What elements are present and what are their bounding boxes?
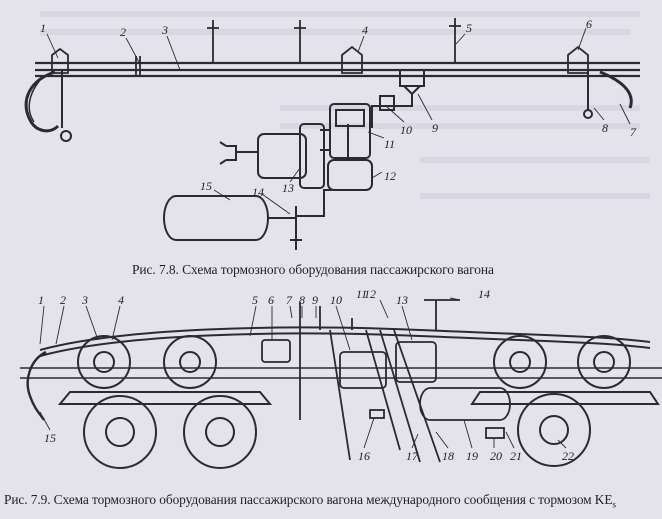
brake-equipment-ke — [261, 299, 511, 463]
callout-7-9-13: 13 — [396, 293, 408, 307]
figure-7-9-callouts: 1 2 3 4 5 6 7 8 9 10 11 12 13 14 15 16 1… — [38, 287, 574, 463]
brake-pipe-main — [35, 61, 640, 78]
figure-7-8-leaders-2 — [39, 297, 567, 449]
bogie-frames — [57, 391, 660, 405]
figure-7-9-caption: Рис. 7.9. Схема тормозного оборудования … — [4, 492, 616, 510]
emergency-valves — [207, 18, 461, 63]
callout-7-8-3: 3 — [161, 23, 168, 37]
brake-cylinder — [219, 123, 330, 189]
figure-7-9-caption-subscript: s — [612, 499, 616, 510]
hose-coupling-left — [60, 130, 72, 142]
figure-7-9-caption-text: Рис. 7.9. Схема тормозного оборудования … — [4, 492, 613, 507]
callout-7-8-1: 1 — [40, 21, 46, 35]
callout-7-8-13: 13 — [282, 181, 294, 195]
callout-7-8-11: 11 — [384, 137, 395, 151]
callout-7-8-8: 8 — [602, 121, 608, 135]
figure-7-8-leaders — [46, 27, 631, 215]
callout-7-9-16: 16 — [358, 449, 370, 463]
callout-7-8-6: 6 — [586, 17, 592, 31]
end-hose-left-inner — [28, 79, 41, 123]
callout-7-8-7: 7 — [630, 125, 637, 139]
bogie-wheels — [77, 335, 631, 469]
figure-7-8-callouts: 1 2 3 4 5 6 7 8 9 10 11 12 13 14 15 — [40, 17, 637, 199]
callout-7-9-2: 2 — [60, 293, 66, 307]
callout-7-9-12: 12 — [364, 287, 376, 301]
callout-7-8-10: 10 — [400, 123, 412, 137]
callout-7-9-9: 9 — [312, 293, 318, 307]
callout-7-9-21: 21 — [510, 449, 522, 463]
callout-7-9-17: 17 — [406, 449, 419, 463]
callout-7-9-19: 19 — [466, 449, 478, 463]
callout-7-9-8: 8 — [299, 293, 305, 307]
spare-reservoir — [163, 189, 332, 250]
callout-7-9-22: 22 — [562, 449, 574, 463]
callout-7-8-9: 9 — [432, 121, 438, 135]
callout-7-8-15: 15 — [200, 179, 212, 193]
callout-7-9-10: 10 — [330, 293, 342, 307]
callout-7-9-4: 4 — [118, 293, 124, 307]
callout-7-9-5: 5 — [252, 293, 258, 307]
pipe-brackets — [51, 45, 589, 76]
end-hose-2-left — [26, 350, 47, 421]
callout-7-9-3: 3 — [81, 293, 88, 307]
hose-coupling-right — [583, 109, 593, 119]
callout-7-9-14: 14 — [478, 287, 490, 301]
end-hose-left — [24, 70, 60, 133]
callout-7-9-15: 15 — [44, 431, 56, 445]
callout-7-9-18: 18 — [442, 449, 454, 463]
figure-7-8-caption: Рис. 7.8. Схема тормозного оборудования … — [132, 262, 494, 277]
end-hose-right — [599, 70, 633, 109]
callout-7-8-14: 14 — [252, 185, 264, 199]
callout-7-8-2: 2 — [120, 25, 126, 39]
callout-7-9-7: 7 — [286, 293, 293, 307]
callout-7-9-6: 6 — [268, 293, 274, 307]
callout-7-9-11: 11 — [356, 287, 367, 301]
callout-7-9-1: 1 — [38, 293, 44, 307]
rails — [20, 367, 662, 379]
callout-7-8-4: 4 — [362, 23, 368, 37]
callout-7-8-5: 5 — [466, 21, 472, 35]
callout-7-8-12: 12 — [384, 169, 396, 183]
callout-7-9-20: 20 — [490, 449, 502, 463]
